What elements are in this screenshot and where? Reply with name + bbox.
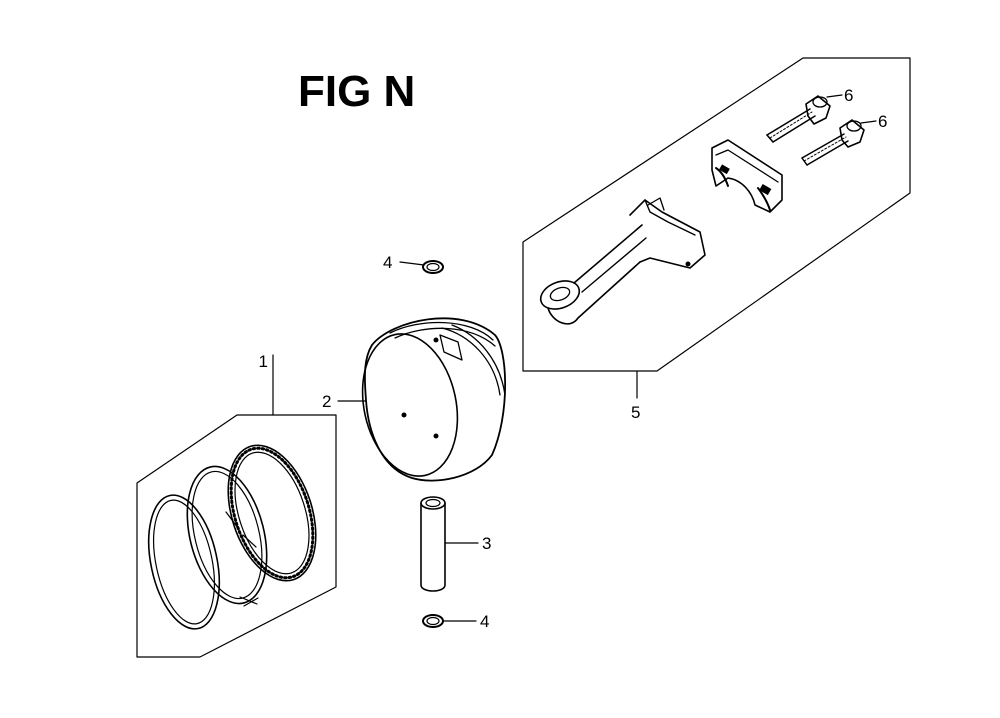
connecting-rod-group: 5 [522, 57, 911, 422]
callout-4-bottom: 4 [480, 612, 489, 631]
callout-5: 5 [631, 403, 640, 422]
callout-3: 3 [482, 534, 491, 553]
callout-6-lower: 6 [878, 112, 887, 131]
connecting-rod [539, 197, 706, 325]
piston-ring-set-box [136, 414, 337, 658]
rod-bolt-upper: 6 [766, 86, 853, 143]
figure-title: FIG N [298, 67, 416, 116]
callout-1: 1 [259, 352, 268, 371]
connecting-rod-box [522, 57, 911, 372]
oil-ring [227, 444, 317, 582]
connecting-rod-cap [711, 139, 783, 213]
piston: 2 [322, 317, 507, 482]
rod-bolt-lower: 6 [801, 112, 887, 166]
piston-pin-clip-top-group: 4 [383, 253, 444, 274]
top-ring [147, 494, 259, 630]
second-ring [186, 465, 268, 605]
callout-4-top: 4 [383, 253, 392, 272]
piston-pin-clip-bottom-group: 4 [422, 612, 489, 631]
callout-2: 2 [322, 392, 331, 411]
callout-6-upper: 6 [844, 86, 853, 105]
piston-ring-set-group: 1 [136, 352, 337, 658]
piston-pin: 3 [420, 496, 491, 592]
